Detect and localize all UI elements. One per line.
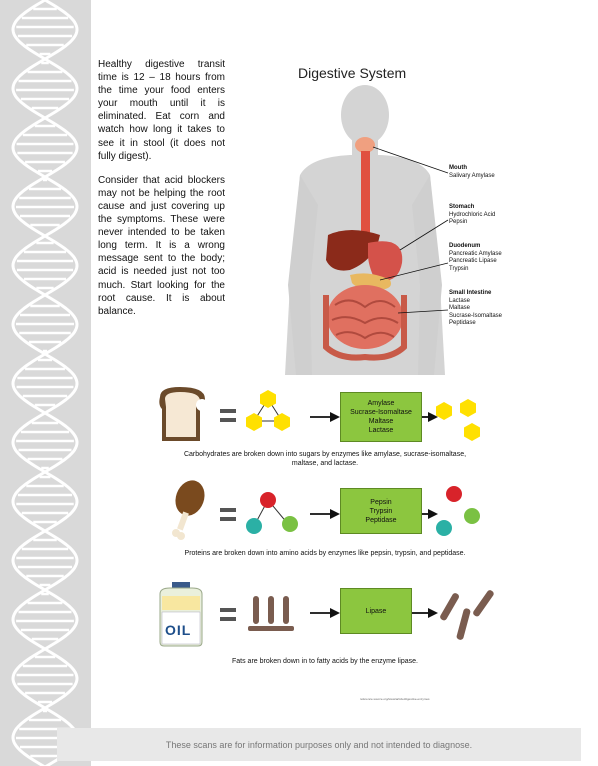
enzyme-label: Sucrase-Isomaltase [350, 409, 412, 416]
organ-enzyme: Salivary Amylase [449, 172, 495, 179]
esophagus-organ [361, 151, 370, 246]
bread-icon [159, 387, 208, 441]
body-silhouette [285, 85, 449, 375]
drumstick-icon [172, 480, 205, 540]
organ-name: Mouth [449, 165, 467, 171]
stomach-organ [368, 241, 403, 281]
organ-label-duodenum: Duodenum Pancreatic Amylase Pancreatic L… [449, 243, 502, 273]
proteins-caption: Proteins are broken down into amino acid… [184, 550, 466, 557]
organ-enzyme: Sucrase-Isomaltase [449, 312, 503, 319]
polysaccharide-icon [246, 390, 290, 431]
intro-paragraph-2: Consider that acid blockers may not be h… [98, 174, 225, 317]
fats-caption: Fats are broken down in to fatty acids b… [232, 658, 418, 665]
fats-enzyme-box: Lipase [340, 588, 412, 634]
enzyme-label: Lactase [368, 427, 394, 434]
organ-name: Small Intestine [449, 290, 492, 296]
organ-enzyme: Hydrochloric Acid [449, 211, 496, 218]
amino-acid-icon [436, 486, 480, 536]
enzyme-label: Peptidase [365, 516, 397, 524]
dna-sidebar [0, 0, 91, 766]
organ-enzyme: Maltase [449, 305, 471, 312]
fatty-acid-icon [440, 590, 494, 640]
source-url: reference.source.org/www/article/digesti… [360, 697, 430, 701]
proteins-row-graphics [172, 480, 480, 540]
dna-helix-icon [11, 0, 79, 766]
enzyme-label: Amylase [367, 400, 395, 407]
carbs-enzyme-box: Amylase Sucrase-Isomaltase Maltase Lacta… [340, 392, 422, 442]
diagram-title: Digestive System [298, 65, 407, 81]
organ-label-small-intestine: Small Intestine Lactase Maltase Sucrase-… [449, 290, 502, 328]
intro-paragraph-1: Healthy digestive transit time is 12 – 1… [98, 59, 225, 162]
carbs-row-graphics [159, 387, 480, 441]
footer-disclaimer: These scans are for information purposes… [57, 728, 581, 761]
sugar-icon [436, 399, 480, 441]
proteins-enzyme-box: Pepsin Trypsin Peptidase [340, 488, 422, 534]
caption-line: Carbohydrates are broken down into sugar… [183, 451, 467, 458]
oil-jug-icon [159, 582, 203, 647]
organ-name: Duodenum [449, 243, 481, 249]
liver-organ [326, 230, 380, 271]
organ-enzyme: Pepsin [449, 219, 468, 226]
organ-enzyme: Trypsin [449, 265, 469, 272]
organ-enzyme: Lactase [449, 297, 471, 304]
protein-chain-icon [246, 492, 298, 534]
organ-enzyme: Peptidase [449, 320, 476, 327]
organ-enzyme: Pancreatic Lipase [449, 258, 497, 265]
caption-line: maltase, and lactase. [291, 460, 359, 467]
enzyme-label: Maltase [368, 418, 394, 425]
fats-row-graphics [159, 582, 494, 647]
enzyme-label: Pepsin [370, 498, 392, 506]
disclaimer-text: These scans are for information purposes… [165, 739, 473, 750]
organ-label-stomach: Stomach Hydrochloric Acid Pepsin [449, 204, 495, 227]
triglyceride-icon [248, 596, 294, 631]
organ-name: Stomach [449, 204, 475, 210]
oil-label: OIL [165, 622, 192, 638]
enzyme-label: Trypsin [369, 507, 393, 515]
enzyme-label: Lipase [365, 607, 387, 615]
organ-enzyme: Pancreatic Amylase [449, 250, 502, 257]
organ-label-mouth: Mouth Salivary Amylase [449, 165, 495, 180]
carbs-caption: Carbohydrates are broken down into sugar… [130, 450, 520, 468]
mouth-organ [355, 137, 375, 153]
intro-text: Healthy digestive transit time is 12 – 1… [98, 58, 225, 329]
